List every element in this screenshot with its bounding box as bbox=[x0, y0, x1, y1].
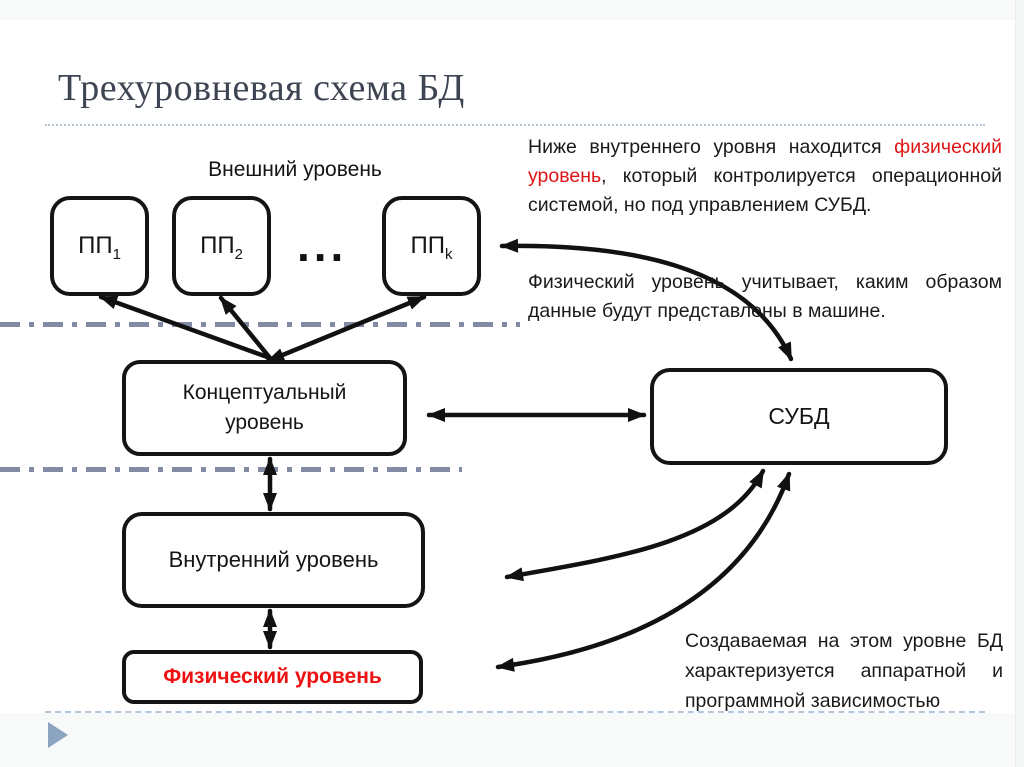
arrow-conceptual-to-pp1 bbox=[98, 294, 273, 361]
pp2-label: ПП2 bbox=[200, 232, 243, 263]
pp1-label: ПП1 bbox=[78, 232, 121, 263]
note-db-dependency: Создаваемая на этом уровне БД характериз… bbox=[685, 630, 1003, 712]
slide-title: Трехуровневая схема БД bbox=[58, 67, 465, 109]
title-divider bbox=[45, 124, 985, 126]
slide-nav-triangle-icon bbox=[48, 722, 68, 748]
ppk-box: ППk bbox=[382, 196, 481, 296]
slide-bottom-margin bbox=[0, 713, 1024, 767]
pp-ellipsis: ... bbox=[297, 219, 348, 271]
note-text-after: , который контролируется операционной си… bbox=[528, 165, 1002, 216]
footer-divider bbox=[45, 711, 985, 713]
slide-top-margin bbox=[0, 0, 1024, 20]
external-conceptual-divider bbox=[0, 322, 520, 327]
arrow-conceptual-to-ppk bbox=[265, 294, 427, 364]
slide-right-margin bbox=[1015, 0, 1024, 767]
conceptual-internal-divider bbox=[0, 467, 462, 472]
arrow-curve-internal-dbms bbox=[504, 468, 766, 582]
note-text-highlight: физический уровень bbox=[528, 136, 1002, 187]
pp1-box: ПП1 bbox=[50, 196, 149, 296]
note-physical-level-representation: Физический уровень учитывает, каким обра… bbox=[528, 271, 1002, 322]
internal-level-label: Внутренний уровень bbox=[168, 547, 379, 572]
dbms-label: СУБД bbox=[768, 403, 830, 429]
note-physical-level-description: Ниже внутреннего уровня находится физиче… bbox=[528, 133, 1002, 220]
physical-level-label: Физический уровень bbox=[163, 665, 382, 688]
ppk-label: ППk bbox=[410, 232, 453, 263]
conceptual-level-label: Концептуальный уровень bbox=[182, 381, 347, 434]
internal-level-box: Внутренний уровень bbox=[122, 512, 425, 608]
physical-level-box: Физический уровень bbox=[122, 650, 423, 704]
arrow-conceptual-to-pp2 bbox=[218, 295, 273, 361]
conceptual-level-box: Концептуальный уровень bbox=[122, 360, 407, 456]
external-level-label: Внешний уровень bbox=[208, 158, 382, 181]
dbms-box: СУБД bbox=[650, 368, 948, 465]
note-text-before: Ниже внутреннего уровня находится bbox=[528, 136, 895, 158]
pp2-box: ПП2 bbox=[172, 196, 271, 296]
